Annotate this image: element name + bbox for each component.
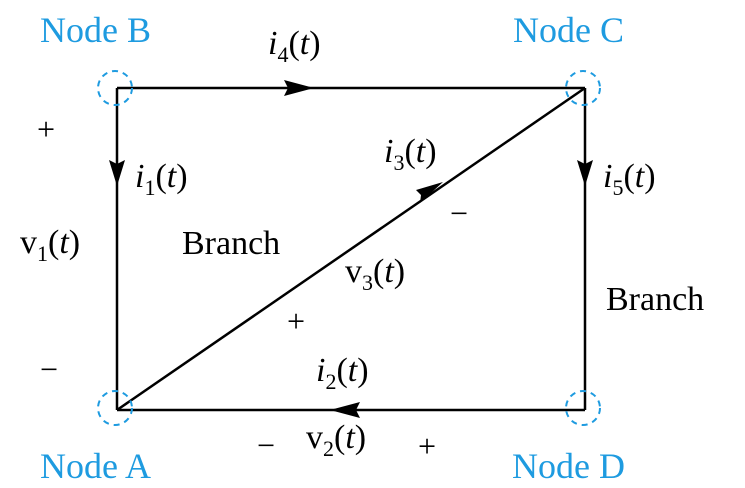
- current-i3-label: i3(t): [384, 133, 437, 175]
- node-c-label: Node C: [513, 10, 624, 50]
- branch-label-right: Branch: [606, 281, 704, 318]
- node-b-circle: [97, 70, 133, 106]
- arrow-i4: [284, 80, 314, 96]
- v3-plus-sign: +: [287, 303, 305, 339]
- node-a-circle: [97, 390, 133, 426]
- arrow-i3: [416, 182, 443, 203]
- node-d-circle: [565, 390, 601, 426]
- voltage-v3-label: v3(t): [345, 253, 405, 295]
- current-arrows: [109, 80, 593, 418]
- v3-minus-sign: −: [450, 195, 468, 231]
- wires: [115, 86, 587, 412]
- current-i5-label: i5(t): [603, 158, 656, 200]
- node-c-circle: [565, 70, 601, 106]
- current-i4-label: i4(t): [268, 25, 321, 67]
- arrow-i1: [109, 160, 125, 186]
- branch-a-c: [116, 86, 586, 412]
- node-circles: [97, 70, 601, 426]
- arrow-i5: [577, 160, 593, 186]
- node-a-label: Node A: [40, 446, 151, 486]
- v2-plus-sign: +: [418, 428, 436, 464]
- v2-minus-sign: −: [257, 427, 275, 463]
- v1-plus-sign: +: [37, 111, 55, 147]
- node-d-label: Node D: [512, 446, 625, 486]
- voltage-v1-label: v1(t): [20, 224, 80, 266]
- current-i1-label: i1(t): [135, 158, 188, 200]
- v1-minus-sign: −: [40, 351, 58, 387]
- voltage-v2-label: v2(t): [306, 419, 366, 461]
- current-i2-label: i2(t): [316, 352, 369, 394]
- branch-label-diagonal: Branch: [182, 225, 280, 262]
- arrow-i2: [330, 402, 360, 418]
- node-b-label: Node B: [40, 10, 151, 50]
